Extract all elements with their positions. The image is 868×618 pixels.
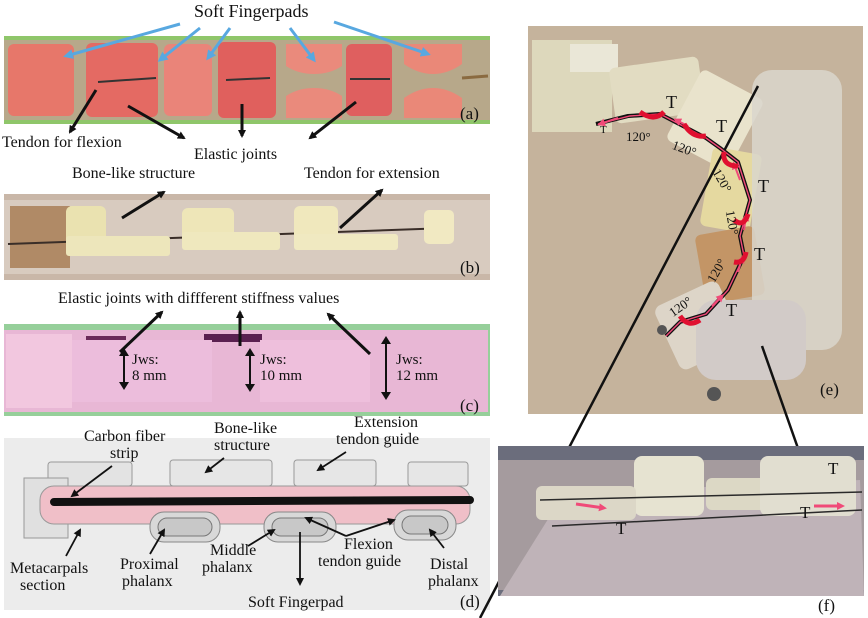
proximal-label-2: phalanx bbox=[122, 573, 173, 590]
panel-f-tag: (f) bbox=[818, 596, 835, 615]
panel-a-tag: (a) bbox=[460, 104, 479, 123]
flexion-guide-label-2: tendon guide bbox=[318, 553, 402, 570]
jws-8-line1: Jws: bbox=[132, 352, 159, 368]
e-t-label-5: T bbox=[754, 244, 765, 264]
panel-e-angle-arcs bbox=[638, 109, 751, 326]
jws-12-line1: Jws: bbox=[396, 352, 423, 368]
middle-phalanx-label-2: phalanx bbox=[202, 559, 253, 576]
e-angle-1: 120° bbox=[626, 129, 651, 144]
bone-like-structure-label-2: structure bbox=[214, 437, 270, 454]
bone-like-label: Bone-like structure bbox=[72, 165, 196, 182]
metacarpals-label-1: Metacarpals bbox=[10, 560, 89, 577]
jws-10-line1: Jws: bbox=[260, 352, 287, 368]
panel-e-tag: (e) bbox=[820, 380, 839, 399]
panel-f-photo bbox=[498, 446, 864, 596]
jws-10-line2: 10 mm bbox=[260, 368, 303, 384]
soft-fingerpad-label: Soft Fingerpad bbox=[248, 594, 344, 611]
f-t-label-3: T bbox=[828, 459, 839, 478]
f-t-label-2: T bbox=[800, 503, 811, 522]
extension-guide-label-1: Extension bbox=[354, 414, 418, 431]
panel-a-photo bbox=[4, 36, 490, 124]
bone-like-structure-label-1: Bone-like bbox=[214, 420, 278, 437]
panel-d-tag: (d) bbox=[460, 592, 480, 611]
e-t-label-1: T bbox=[600, 124, 607, 136]
panel-d-arrows bbox=[65, 451, 445, 586]
elastic-joints-stiffness-label: Elastic joints with diffferent stiffness… bbox=[58, 290, 340, 307]
soft-fingerpads-label: Soft Fingerpads bbox=[194, 1, 309, 21]
tendon-extension-label: Tendon for extension bbox=[304, 165, 440, 182]
panel-c-tag: (c) bbox=[460, 396, 479, 415]
extension-guide-label-2: tendon guide bbox=[336, 431, 420, 448]
carbon-fiber-label-2: strip bbox=[110, 445, 139, 462]
jws-12-line2: 12 mm bbox=[396, 368, 439, 384]
flexion-guide-label-1: Flexion bbox=[344, 536, 393, 553]
e-t-label-4: T bbox=[758, 176, 769, 196]
panel-a-blue-arrows bbox=[63, 20, 431, 63]
e-t-label-3: T bbox=[716, 116, 727, 136]
elastic-joints-label: Elastic joints bbox=[194, 146, 278, 163]
panel-a-black-arrows bbox=[68, 89, 357, 140]
carbon-fiber-label-1: Carbon fiber bbox=[84, 428, 166, 445]
panel-b-tag: (b) bbox=[460, 258, 480, 277]
distal-phalanx-label-2: phalanx bbox=[428, 573, 479, 590]
panel-d-diagram bbox=[4, 438, 490, 610]
e-t-label-6: T bbox=[726, 300, 737, 320]
middle-phalanx-label-1: Middle bbox=[210, 542, 257, 559]
metacarpals-label-2: section bbox=[20, 577, 66, 594]
tendon-flexion-label: Tendon for flexion bbox=[2, 134, 122, 151]
panel-b-photo bbox=[4, 188, 490, 280]
f-t-label-1: T bbox=[616, 519, 627, 538]
distal-phalanx-label-1: Distal bbox=[430, 556, 469, 573]
e-t-label-2: T bbox=[666, 92, 677, 112]
proximal-label-1: Proximal bbox=[120, 556, 179, 573]
panel-c-photo bbox=[4, 310, 490, 416]
jws-8-line2: 8 mm bbox=[132, 368, 167, 384]
